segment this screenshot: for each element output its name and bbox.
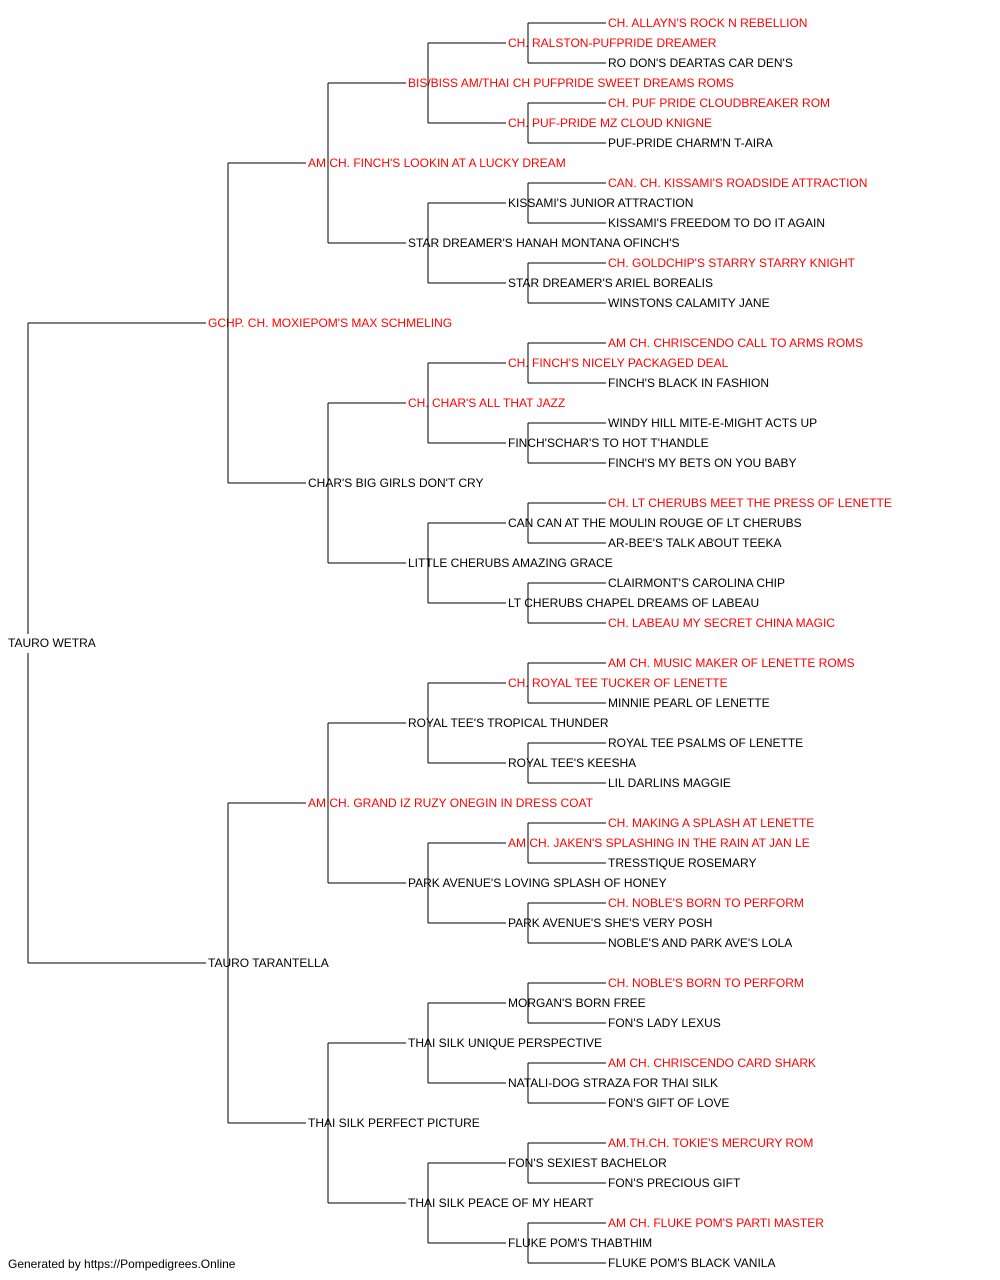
ancestor-name: AM CH. JAKEN'S SPLASHING IN THE RAIN AT … — [508, 836, 810, 850]
ancestor-name: NATALI-DOG STRAZA FOR THAI SILK — [508, 1076, 718, 1090]
ancestor-name: ROYAL TEE PSALMS OF LENETTE — [608, 736, 803, 750]
ancestor-name: FON'S GIFT OF LOVE — [608, 1096, 729, 1110]
ancestor-name: CAN. CH. KISSAMI'S ROADSIDE ATTRACTION — [608, 176, 867, 190]
ancestor-name: AM CH. MUSIC MAKER OF LENETTE ROMS — [608, 656, 855, 670]
ancestor-name: GCHP. CH. MOXIEPOM'S MAX SCHMELING — [208, 316, 452, 330]
ancestor-name: MINNIE PEARL OF LENETTE — [608, 696, 770, 710]
ancestor-name: CH. GOLDCHIP'S STARRY STARRY KNIGHT — [608, 256, 856, 270]
subject-dog-name: TAURO WETRA — [8, 636, 96, 650]
ancestor-name: AM CH. GRAND IZ RUZY ONEGIN IN DRESS COA… — [308, 796, 594, 810]
ancestor-name: THAI SILK PERFECT PICTURE — [308, 1116, 480, 1130]
ancestor-name: CH. NOBLE'S BORN TO PERFORM — [608, 976, 804, 990]
ancestor-name: CH. NOBLE'S BORN TO PERFORM — [608, 896, 804, 910]
ancestor-name: CAN CAN AT THE MOULIN ROUGE OF LT CHERUB… — [508, 516, 802, 530]
ancestor-name: AM CH. CHRISCENDO CALL TO ARMS ROMS — [608, 336, 863, 350]
ancestor-name: KISSAMI'S JUNIOR ATTRACTION — [508, 196, 693, 210]
ancestor-name: ROYAL TEE'S TROPICAL THUNDER — [408, 716, 609, 730]
ancestor-name: WINDY HILL MITE-E-MIGHT ACTS UP — [608, 416, 817, 430]
ancestor-name: CH. PUF PRIDE CLOUDBREAKER ROM — [608, 96, 830, 110]
ancestor-name: CH. MAKING A SPLASH AT LENETTE — [608, 816, 814, 830]
ancestor-name: AM CH. CHRISCENDO CARD SHARK — [608, 1056, 816, 1070]
footer-credit: Generated by https://Pompedigrees.Online — [8, 1257, 236, 1271]
ancestor-name: CH. RALSTON-PUFPRIDE DREAMER — [508, 36, 717, 50]
ancestor-name: BIS/BISS AM/THAI CH PUFPRIDE SWEET DREAM… — [408, 76, 734, 90]
ancestor-name: WINSTONS CALAMITY JANE — [608, 296, 770, 310]
ancestor-name: NOBLE'S AND PARK AVE'S LOLA — [608, 936, 792, 950]
ancestor-name: AM CH. FINCH'S LOOKIN AT A LUCKY DREAM — [308, 156, 566, 170]
ancestor-name: FON'S PRECIOUS GIFT — [608, 1176, 741, 1190]
ancestor-name: TRESSTIQUE ROSEMARY — [608, 856, 756, 870]
ancestor-name: CH. LT CHERUBS MEET THE PRESS OF LENETTE — [608, 496, 892, 510]
ancestor-name: ROYAL TEE'S KEESHA — [508, 756, 636, 770]
ancestor-name: LIL DARLINS MAGGIE — [608, 776, 731, 790]
ancestor-name: AR-BEE'S TALK ABOUT TEEKA — [608, 536, 781, 550]
ancestor-name: FINCH'S MY BETS ON YOU BABY — [608, 456, 797, 470]
ancestor-name: STAR DREAMER'S ARIEL BOREALIS — [508, 276, 713, 290]
ancestor-name: FLUKE POM'S THABTHIM — [508, 1236, 652, 1250]
ancestor-name: CHAR'S BIG GIRLS DON'T CRY — [308, 476, 484, 490]
ancestor-name: CLAIRMONT'S CAROLINA CHIP — [608, 576, 785, 590]
ancestor-name: CH. ALLAYN'S ROCK N REBELLION — [608, 16, 807, 30]
ancestor-name: LITTLE CHERUBS AMAZING GRACE — [408, 556, 613, 570]
ancestor-name: STAR DREAMER'S HANAH MONTANA OFINCH'S — [408, 236, 680, 250]
ancestor-name: CH. FINCH'S NICELY PACKAGED DEAL — [508, 356, 729, 370]
ancestor-name: CH. PUF-PRIDE MZ CLOUD KNIGNE — [508, 116, 712, 130]
ancestor-name: PARK AVENUE'S SHE'S VERY POSH — [508, 916, 712, 930]
ancestor-name: THAI SILK PEACE OF MY HEART — [408, 1196, 594, 1210]
ancestor-name: FON'S LADY LEXUS — [608, 1016, 721, 1030]
ancestor-name: FINCH'S BLACK IN FASHION — [608, 376, 769, 390]
ancestor-name: THAI SILK UNIQUE PERSPECTIVE — [408, 1036, 602, 1050]
ancestor-name: KISSAMI'S FREEDOM TO DO IT AGAIN — [608, 216, 825, 230]
ancestor-name: FON'S SEXIEST BACHELOR — [508, 1156, 667, 1170]
ancestor-name: RO DON'S DEARTAS CAR DEN'S — [608, 56, 793, 70]
ancestor-name: FINCH'SCHAR'S TO HOT T'HANDLE — [508, 436, 709, 450]
ancestor-name: CH. LABEAU MY SECRET CHINA MAGIC — [608, 616, 835, 630]
ancestor-name: AM CH. FLUKE POM'S PARTI MASTER — [608, 1216, 824, 1230]
ancestor-name: LT CHERUBS CHAPEL DREAMS OF LABEAU — [508, 596, 759, 610]
ancestor-name: TAURO TARANTELLA — [208, 956, 329, 970]
ancestor-name: FLUKE POM'S BLACK VANILA — [608, 1256, 775, 1270]
ancestor-name: CH. ROYAL TEE TUCKER OF LENETTE — [508, 676, 728, 690]
ancestor-name: MORGAN'S BORN FREE — [508, 996, 646, 1010]
ancestor-name: CH. CHAR'S ALL THAT JAZZ — [408, 396, 565, 410]
ancestor-name: PUF-PRIDE CHARM'N T-AIRA — [608, 136, 773, 150]
ancestor-name: PARK AVENUE'S LOVING SPLASH OF HONEY — [408, 876, 667, 890]
ancestor-name: AM.TH.CH. TOKIE'S MERCURY ROM — [608, 1136, 813, 1150]
